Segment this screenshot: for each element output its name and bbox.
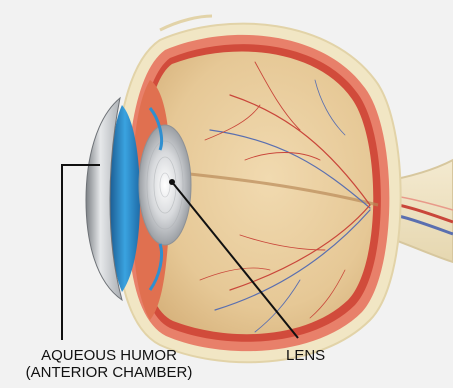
aqueous-humor-label: AQUEOUS HUMOR (ANTERIOR CHAMBER) bbox=[10, 347, 208, 381]
aqueous-humor-label-line2: (ANTERIOR CHAMBER) bbox=[10, 364, 208, 381]
lens-leader-dot bbox=[169, 179, 175, 185]
aqueous-humor-label-line1: AQUEOUS HUMOR bbox=[10, 347, 208, 364]
lens-shape bbox=[139, 125, 191, 245]
lens-label: LENS bbox=[286, 347, 325, 364]
